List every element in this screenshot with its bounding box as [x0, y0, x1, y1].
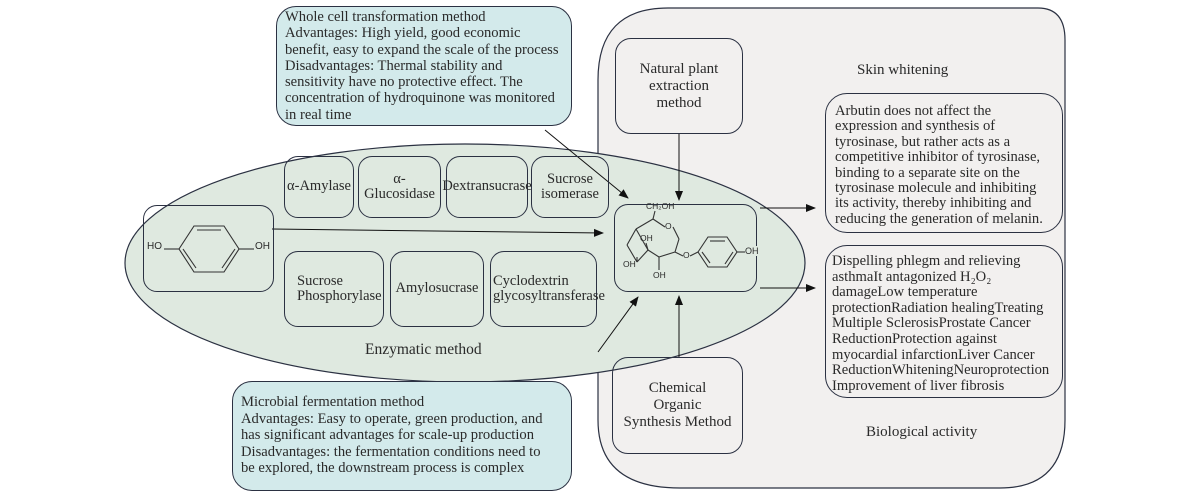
- hydroxyl-label: OH: [640, 233, 653, 243]
- whole-cell-line: Disadvantages: Thermal stability and: [285, 57, 503, 74]
- biological-activity-line: ReductionProtection against: [832, 330, 997, 347]
- microbial-title: Microbial fermentation method: [241, 394, 425, 410]
- hydroxyl-label: OH: [623, 259, 636, 269]
- microbial-line: has significant advantages for scale-up …: [241, 427, 534, 444]
- enzyme-cyclodextrin-label: Cyclodextrin glycosyltransferase: [493, 272, 605, 304]
- hydroxyl-label-right: OH: [255, 241, 270, 252]
- biological-activity-line: damageLow temperature: [832, 284, 978, 301]
- skin-whitening-line: reducing the generation of melanin.: [835, 210, 1043, 227]
- biological-activity-line: myocardial infarctionLiver Cancer: [832, 346, 1035, 363]
- skin-whitening-label: Skin whitening: [857, 62, 949, 78]
- substrate-box: HO OH: [143, 205, 274, 292]
- whole-cell-line: concentration of hydroquinone was monito…: [285, 90, 555, 107]
- enzyme-alpha-glucosidase: α-Glucosidase: [358, 156, 441, 218]
- natural-plant-extraction-label: Natural plant extraction method: [639, 60, 719, 111]
- enzymatic-method-label: Enzymatic method: [365, 341, 482, 358]
- enzyme-amylosucrase: Amylosucrase: [390, 251, 484, 327]
- skin-whitening-line: competitive inhibitor of tyrosinase,: [835, 149, 1041, 166]
- arrow-substrate-to-product: [271, 228, 604, 237]
- ch2oh-label: CH₂OH: [646, 201, 675, 211]
- whole-cell-title: Whole cell transformation method: [285, 9, 486, 25]
- arbutin-structure-icon: [626, 210, 745, 270]
- whole-cell-callout: Whole cell transformation method Advanta…: [276, 6, 572, 126]
- hydroquinone-structure-icon: [164, 225, 254, 273]
- chemical-synthesis-label: Chemical Organic Synthesis Method: [623, 380, 732, 430]
- skin-whitening-line: tyrosinase, but rather acts as a: [835, 133, 1011, 150]
- ring-oxygen-label: O: [665, 221, 672, 231]
- phenol-hydroxyl-label: OH: [745, 246, 759, 256]
- biological-activity-line: protectionRadiation healingTreating: [832, 299, 1044, 316]
- enzyme-cyclodextrin-glycosyltransferase: Cyclodextrin glycosyltransferase: [490, 251, 605, 327]
- glycosidic-oxygen-label: O: [683, 250, 690, 260]
- chemical-synthesis-box: Chemical Organic Synthesis Method: [612, 357, 743, 454]
- microbial-line: Advantages: Easy to operate, green produ…: [241, 410, 543, 427]
- biological-activity-line: Improvement of liver fibrosis: [832, 377, 1005, 394]
- skin-whitening-line: Arbutin does not affect the: [835, 103, 992, 119]
- biological-activity-label: Biological activity: [866, 424, 978, 440]
- biological-activity-line: Multiple SclerosisProstate Cancer: [832, 315, 1031, 332]
- biological-activity-line: Dispelling phlegm and relieving: [832, 253, 1021, 269]
- whole-cell-line: sensitivity have no protective effect. T…: [285, 74, 523, 91]
- product-box: CH₂OH O OH OH OH O OH: [614, 201, 759, 292]
- microbial-fermentation-callout: Microbial fermentation method Advantages…: [232, 381, 572, 491]
- whole-cell-line: benefit, easy to expand the scale of the…: [285, 41, 559, 58]
- enzyme-sucrose-isomerase: Sucrose isomerase: [531, 156, 609, 218]
- hydroxyl-label-left: HO: [147, 241, 162, 252]
- arrow-wholecell-to-product: [544, 129, 629, 199]
- skin-whitening-line: its activity, thereby inhibiting and: [835, 195, 1032, 212]
- hydroxyl-label: OH: [653, 270, 666, 280]
- enzyme-sucrose-phosphorylase: Sucrose Phosphorylase: [284, 251, 384, 327]
- enzyme-dextransucrase: Dextransucrase: [442, 156, 532, 218]
- natural-plant-extraction-box: Natural plant extraction method: [615, 38, 743, 134]
- enzyme-alpha-amylase: α-Amylase: [284, 156, 354, 218]
- microbial-line: be explored, the downstream process is c…: [241, 460, 525, 477]
- whole-cell-line: in real time: [285, 106, 352, 123]
- skin-whitening-line: tyrosinase molecule and inhibiting: [835, 180, 1037, 197]
- biological-activity-line: ReductionWhiteningNeuroprotection: [832, 362, 1050, 379]
- enzyme-sucrose-phosphorylase-label: Sucrose Phosphorylase: [297, 272, 382, 304]
- microbial-line: Disadvantages: the fermentation conditio…: [241, 443, 541, 460]
- biological-activity-line: asthmaIt antagonized H₂O₂: [832, 268, 992, 285]
- skin-whitening-line: expression and synthesis of: [835, 118, 996, 135]
- whole-cell-line: Advantages: High yield, good economic: [285, 25, 521, 42]
- skin-whitening-line: binding to a separate site on the: [835, 164, 1020, 181]
- skin-whitening-box: Arbutin does not affect the expression a…: [825, 93, 1063, 233]
- biological-activity-box: Dispelling phlegm and relieving asthmaIt…: [825, 245, 1063, 398]
- arrow-microbial-to-product: [597, 296, 639, 353]
